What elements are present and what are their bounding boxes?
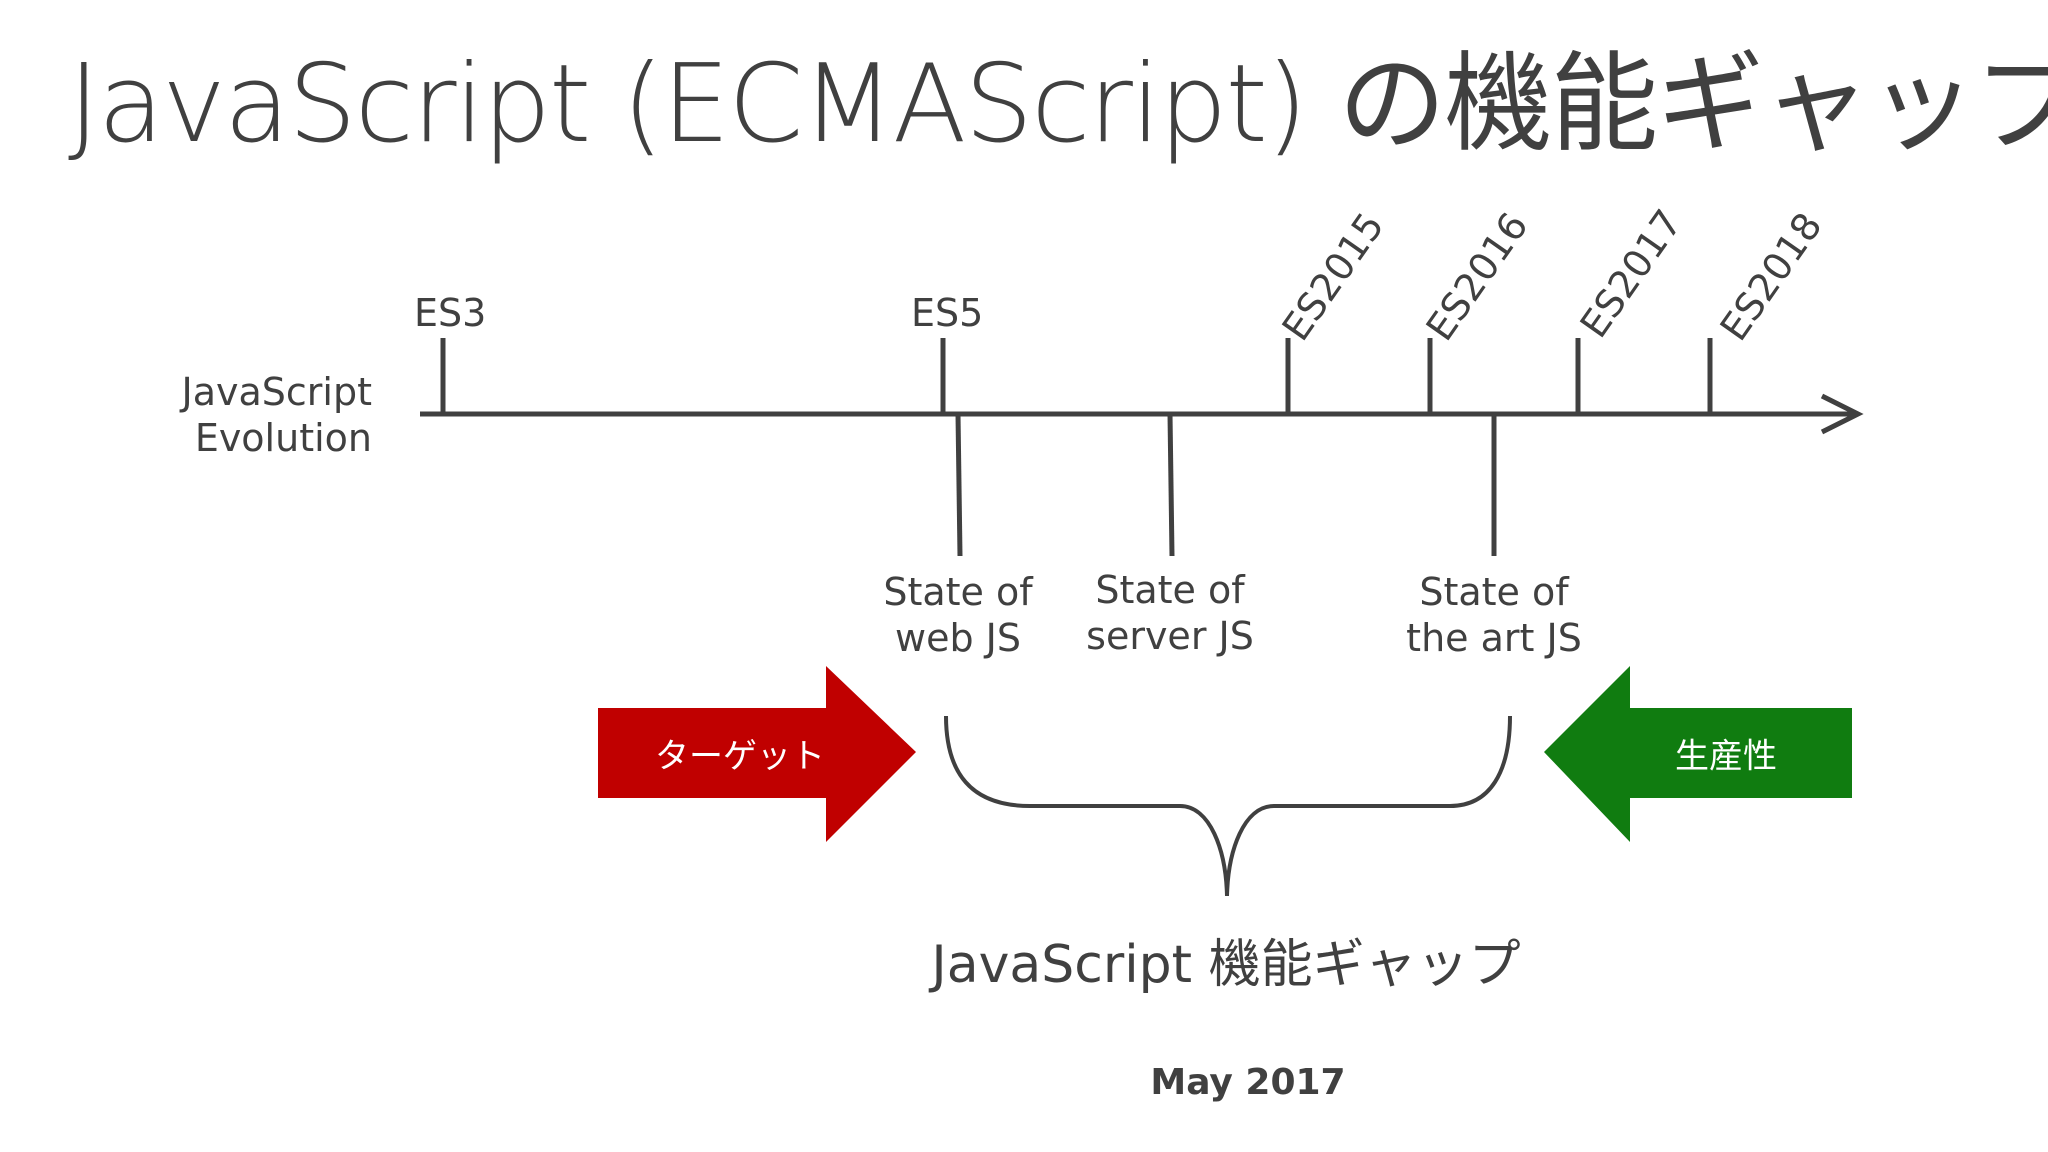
productivity-arrow [1544,666,1852,842]
timeline-arrowhead [1820,393,1864,435]
state-art-line1: State of [1419,570,1569,614]
state-label-server: State of server JS [1086,568,1254,659]
version-label-es3: ES3 [414,291,487,335]
state-server-line2: server JS [1086,613,1254,658]
axis-label-line2: Evolution [194,415,372,460]
state-art-line2: the art JS [1406,615,1582,660]
gap-label: JavaScript 機能ギャップ [931,935,1521,995]
version-label-es5: ES5 [911,291,984,335]
slide-title: JavaScript (ECMAScript) の機能ギャップ [68,42,2048,167]
gap-brace [944,715,1512,897]
state-label-art: State of the art JS [1406,570,1582,661]
state-web-line1: State of [883,570,1033,614]
state-web-line2: web JS [894,615,1021,660]
tick-state-web [955,413,963,557]
date-label: May 2017 [1150,1062,1346,1103]
target-arrow [598,666,916,842]
axis-label: JavaScript Evolution [172,370,372,461]
state-server-line1: State of [1095,568,1245,612]
tick-state-server [1167,413,1175,557]
productivity-arrow-label: 生産性 [1675,736,1777,777]
axis-label-line1: JavaScript [181,370,372,414]
state-label-web: State of web JS [883,570,1032,661]
target-arrow-label: ターゲット [655,736,825,777]
